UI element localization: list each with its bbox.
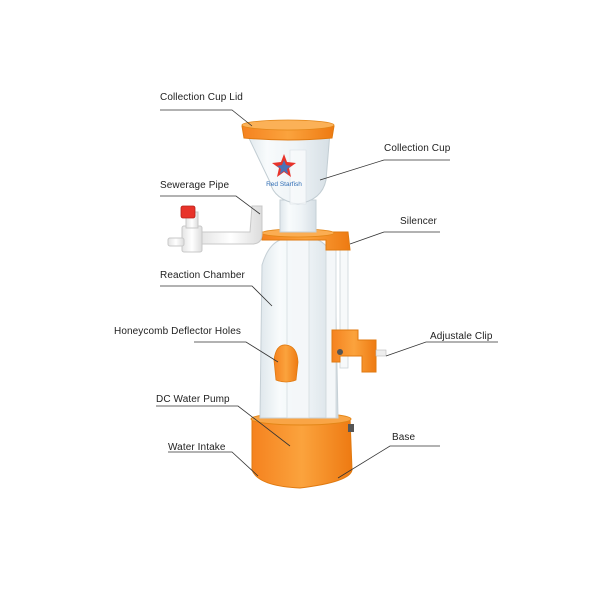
leader-base — [337, 445, 440, 479]
leader-collection-cup-lid — [160, 109, 253, 127]
sewerage-pipe — [199, 205, 263, 245]
leader-water-intake — [168, 451, 259, 477]
inner-riser-tube — [286, 239, 310, 419]
leader-silencer — [349, 231, 440, 245]
pipe-side-nozzle — [167, 237, 185, 247]
label-base: Base — [392, 432, 416, 443]
label-honeycomb-deflector-holes: Honeycomb Deflector Holes — [114, 326, 241, 337]
leader-adjustable-clip — [385, 341, 498, 357]
label-water-intake: Water Intake — [168, 442, 226, 453]
label-sewerage-pipe: Sewerage Pipe — [160, 180, 230, 191]
logo-text: Red Starfish — [266, 181, 302, 188]
lid-top — [241, 119, 335, 131]
starfish-logo-accent-icon — [277, 160, 291, 174]
leader-dc-water-pump — [156, 405, 291, 447]
leader-collection-cup — [319, 159, 450, 181]
cup-neck — [279, 199, 317, 233]
label-silencer: Silencer — [400, 216, 437, 227]
sewerage-pipe-red-cap — [180, 205, 196, 219]
honeycomb-deflector — [273, 344, 299, 383]
logo: Red Starfish — [266, 154, 302, 188]
leader-honeycomb — [194, 341, 279, 363]
leader-sewerage-pipe — [160, 195, 261, 215]
clip-thumbscrew — [375, 349, 387, 357]
label-collection-cup: Collection Cup — [384, 143, 451, 154]
label-dc-water-pump: DC Water Pump — [156, 394, 230, 405]
label-adjustable-clip: Adjustale Clip — [430, 331, 493, 342]
base-screw — [348, 424, 354, 432]
adjustable-clip-body — [331, 329, 377, 373]
label-collection-cup-lid: Collection Cup Lid — [160, 92, 243, 103]
label-reaction-chamber: Reaction Chamber — [160, 270, 245, 281]
collection-cup-inner-riser — [289, 149, 307, 205]
leader-lines — [156, 109, 498, 479]
clip-screw — [337, 349, 343, 355]
leader-reaction-chamber — [160, 285, 273, 307]
sewerage-pipe-drop — [181, 225, 203, 253]
